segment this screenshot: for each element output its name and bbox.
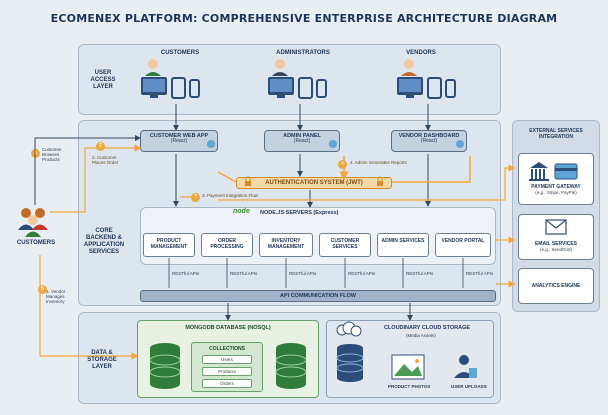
user-uploads-label: USER UPLOADS [451,384,487,389]
node-servers-label: NODE.JS SERVERS (Express) [260,210,339,216]
admin-panel-box[interactable]: ADMIN PANEL (React) [264,130,340,152]
data-layer-label: DATA & STORAGE LAYER [87,350,117,370]
cloudinary-title: CLOUDINARY CLOUD STORAGE [383,325,471,331]
collections-panel: COLLECTIONS Users Products Orders [191,342,263,392]
cloudinary-database-icon [336,344,364,382]
payment-gateway-sub: (e.g., Stripe, PayPal) [535,190,577,195]
step-badge-2: 2 [96,142,105,151]
administrators-label: ADMINISTRATORS [276,50,330,56]
note-vendor-inventory: 5. Vendor Manages Inventory [46,289,66,304]
email-services-box: EMAIL SERVICES (e.g., SendGrid) [518,214,594,260]
auth-lock-icon-right [377,176,383,186]
side-customers-label: CUSTOMERS [16,240,56,246]
step-badge-5: 5 [38,285,47,294]
rest-label-5: RESTful APIs [406,271,434,276]
customer-web-app-tech: (React) [170,138,188,145]
customers-phone-icon [189,79,200,98]
email-services-sub: (e.g., SendGrid) [539,247,572,252]
note-admin-reports: 4. Admin Generates Reports [350,160,407,165]
rest-label-6: RESTful APIs [466,271,494,276]
api-communication-flow-bar: API COMMUNICATION FLOW [140,290,496,302]
step-badge-4: 4 [338,160,347,169]
service-product-management: PRODUCT MANAGEMENT [143,233,195,257]
core-layer-label: CORE BACKEND & APPLICATION SERVICES [83,228,125,255]
external-services-title: EXTERNAL SERVICES INTEGRATION [529,128,583,140]
collections-title: COLLECTIONS [209,346,245,352]
service-inventory-management: INVENTORY MANAGEMENT [259,233,313,257]
authentication-system-bar: AUTHENTICATION SYSTEM (JWT) [236,177,392,189]
side-customers-icon [18,208,48,237]
customer-web-app-globe-icon [207,140,215,148]
admin-tablet-icon [298,77,313,99]
collection-products: Products [202,367,252,376]
analytics-engine-title: ANALYTICS ENGINE [531,283,581,289]
collection-orders: Orders [202,379,252,388]
vendor-dashboard-label: VENDOR DASHBOARD [398,133,460,139]
admin-panel-tech: (React) [293,138,311,145]
customer-web-app-label: CUSTOMER WEB APP [149,133,209,139]
service-admin-services: ADMIN SERVICES [377,233,429,257]
rest-label-1: RESTful APIs [172,271,200,276]
service-customer-services: CUSTOMER SERVICES [319,233,371,257]
customer-user-icon [145,59,161,76]
vendors-label: VENDORS [406,50,436,56]
node-logo: node [233,208,250,215]
mongodb-title: MONGODB DATABASE (NoSQL) [185,325,271,331]
admin-panel-label: ADMIN PANEL [283,133,321,139]
vendor-monitor-icon [397,77,423,98]
customers-tablet-icon [171,77,186,99]
payment-gateway-title: PAYMENT GATEWAY [531,184,581,190]
mail-icon [545,219,567,235]
customers-monitor-icon [141,77,167,98]
product-photos-icon [391,354,425,380]
rest-label-4: RESTful APIs [348,271,376,276]
user-access-layer-label: USER ACCESS LAYER [90,70,116,90]
admin-panel-globe-icon [329,140,337,148]
customer-web-app-box[interactable]: CUSTOMER WEB APP (React) [140,130,218,152]
service-vendor-portal: VENDOR PORTAL [435,233,491,257]
vendor-dashboard-globe-icon [456,140,464,148]
cloud-icon [336,321,362,337]
rest-label-3: RESTful APIs [289,271,317,276]
vendor-phone-icon [445,79,456,98]
bank-icon [529,162,549,181]
cloudinary-sub: (Media Assets) [406,333,436,338]
vendor-dashboard-tech: (React) [420,138,438,145]
customers-label: CUSTOMERS [160,50,200,56]
rest-label-2: RESTful APIs [230,271,258,276]
user-uploads-icon [454,355,477,378]
credit-card-icon [554,163,578,180]
product-photos-label: PRODUCT PHOTOS [388,384,431,389]
mongodb-database-icon-left [149,343,181,389]
vendor-tablet-icon [427,77,442,99]
note-browse: Customer Browses Products [42,147,62,162]
admin-user-icon [272,59,288,76]
mongodb-database-icon-right [275,343,307,389]
analytics-engine-box: ANALYTICS ENGINE [518,268,594,304]
auth-lock-icon-left [245,176,251,186]
vendor-user-icon [401,59,417,76]
email-services-title: EMAIL SERVICES [534,241,578,247]
collection-users: Users [202,355,252,364]
service-order-processing: ORDER PROCESSING [201,233,253,257]
note-place-order: 2. Customer Places Order [92,155,119,165]
admin-monitor-icon [268,77,294,98]
admin-phone-icon [316,79,327,98]
diagram-title: ECOMENEX PLATFORM: COMPREHENSIVE ENTERPR… [50,12,558,25]
note-payment: 3. Payment Integration Flow [202,193,259,198]
